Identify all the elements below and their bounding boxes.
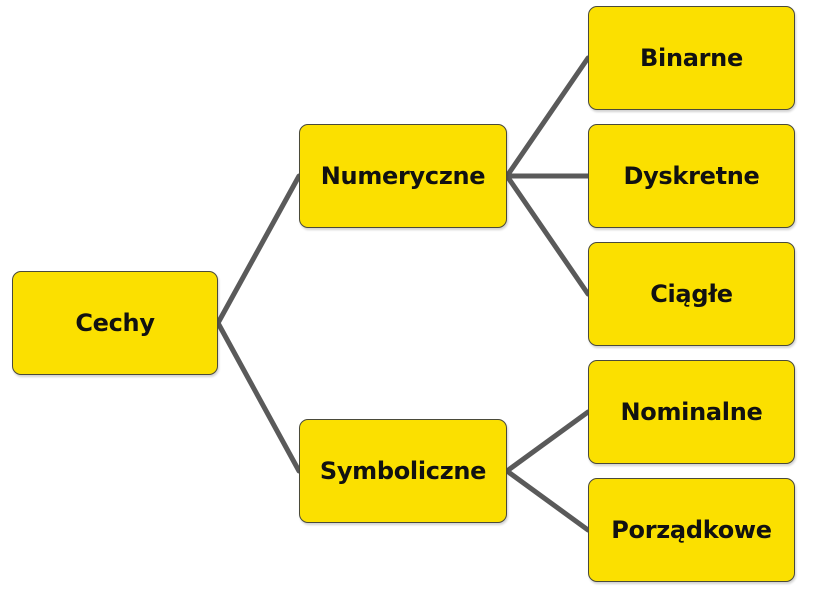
connector-symboliczne-porzadkowe — [504, 468, 591, 533]
connector-numeryczne-binarne — [504, 55, 591, 179]
node-label-cechy: Cechy — [75, 309, 155, 337]
node-ciagle: Ciągłe — [588, 242, 795, 346]
node-label-porzadkowe: Porządkowe — [611, 516, 772, 544]
node-label-nominalne: Nominalne — [620, 398, 763, 426]
node-label-numeryczne: Numeryczne — [320, 162, 486, 190]
node-label-ciagle: Ciągłe — [650, 280, 733, 308]
connector-numeryczne-ciagle — [504, 173, 591, 297]
node-binarne: Binarne — [588, 6, 795, 110]
node-dyskretne: Dyskretne — [588, 124, 795, 228]
connector-symboliczne-nominalne — [504, 409, 591, 474]
node-symboliczne: Symboliczne — [299, 419, 507, 523]
node-porzadkowe: Porządkowe — [588, 478, 795, 582]
node-label-symboliczne: Symboliczne — [319, 457, 487, 485]
node-label-dyskretne: Dyskretne — [623, 162, 760, 190]
node-label-binarne: Binarne — [640, 44, 743, 72]
node-nominalne: Nominalne — [588, 360, 795, 464]
node-numeryczne: Numeryczne — [299, 124, 507, 228]
connector-cechy-symboliczne — [215, 320, 302, 474]
connector-cechy-numeryczne — [215, 173, 302, 326]
node-cechy: Cechy — [12, 271, 218, 375]
